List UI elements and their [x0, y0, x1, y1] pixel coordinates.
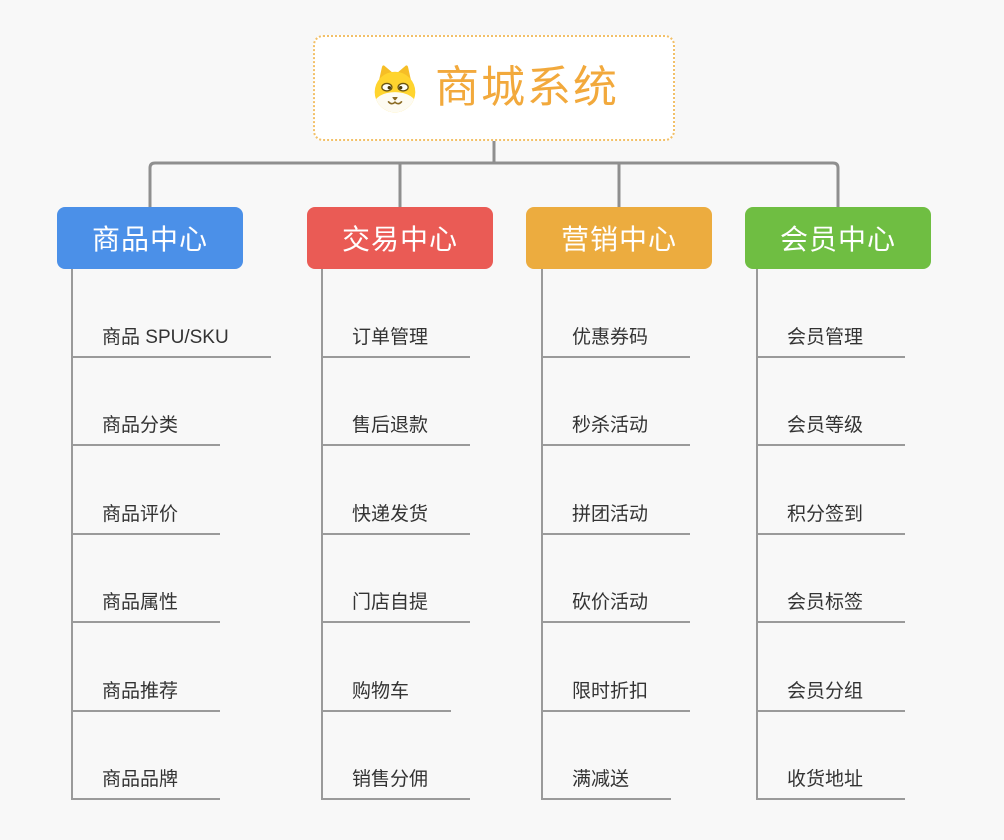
branch-box-marketing-center[interactable]: 营销中心: [526, 207, 712, 269]
branch-trunk-line: [541, 269, 543, 800]
leaf-group-product-center: 商品 SPU/SKU 商品分类 商品评价 商品属性 商品推荐 商品品牌: [71, 269, 322, 800]
leaf-group-member-center: 会员管理 会员等级 积分签到 会员标签 会员分组 收货地址: [756, 269, 1004, 800]
leaf-node[interactable]: 商品品牌: [72, 770, 221, 800]
leaf-node[interactable]: 积分签到: [757, 505, 906, 535]
branch-box-member-center[interactable]: 会员中心: [745, 207, 931, 269]
leaf-node[interactable]: 商品推荐: [72, 682, 221, 712]
leaf-node[interactable]: 会员等级: [757, 416, 906, 446]
leaf-node[interactable]: 收货地址: [757, 770, 906, 800]
branch-box-trade-center[interactable]: 交易中心: [307, 207, 493, 269]
root-node[interactable]: 商城系统: [313, 35, 675, 141]
branch-label: 交易中心: [341, 224, 458, 255]
leaf-node[interactable]: 售后退款: [322, 416, 471, 446]
root-title: 商城系统: [435, 63, 619, 112]
leaf-node[interactable]: 商品 SPU/SKU: [72, 328, 271, 358]
branch-label: 会员中心: [779, 224, 896, 255]
leaf-node[interactable]: 商品分类: [72, 416, 221, 446]
leaf-node[interactable]: 购物车: [322, 682, 452, 712]
leaf-node[interactable]: 商品属性: [72, 593, 221, 623]
leaf-node[interactable]: 限时折扣: [542, 682, 691, 712]
leaf-group-marketing-center: 优惠券码 秒杀活动 拼团活动 砍价活动 限时折扣 满减送: [541, 269, 792, 800]
leaf-node[interactable]: 商品评价: [72, 505, 221, 535]
dog-face-icon: [374, 65, 416, 113]
leaf-node[interactable]: 销售分佣: [322, 770, 471, 800]
leaf-node[interactable]: 快递发货: [322, 505, 471, 535]
leaf-node[interactable]: 订单管理: [322, 328, 471, 358]
leaf-node[interactable]: 满减送: [542, 770, 672, 800]
leaf-node[interactable]: 优惠券码: [542, 328, 691, 358]
branch-label: 营销中心: [560, 224, 677, 255]
leaf-node[interactable]: 会员管理: [757, 328, 906, 358]
branch-trunk-line: [756, 269, 758, 800]
leaf-node[interactable]: 拼团活动: [542, 505, 691, 535]
leaf-node[interactable]: 砍价活动: [542, 593, 691, 623]
branch-label: 商品中心: [91, 224, 208, 255]
leaf-group-trade-center: 订单管理 售后退款 快递发货 门店自提 购物车 销售分佣: [321, 269, 572, 800]
leaf-node[interactable]: 会员分组: [757, 682, 906, 712]
branch-trunk-line: [321, 269, 323, 800]
leaf-node[interactable]: 秒杀活动: [542, 416, 691, 446]
branch-trunk-line: [71, 269, 73, 800]
branch-box-product-center[interactable]: 商品中心: [57, 207, 243, 269]
leaf-node[interactable]: 会员标签: [757, 593, 906, 623]
leaf-node[interactable]: 门店自提: [322, 593, 471, 623]
